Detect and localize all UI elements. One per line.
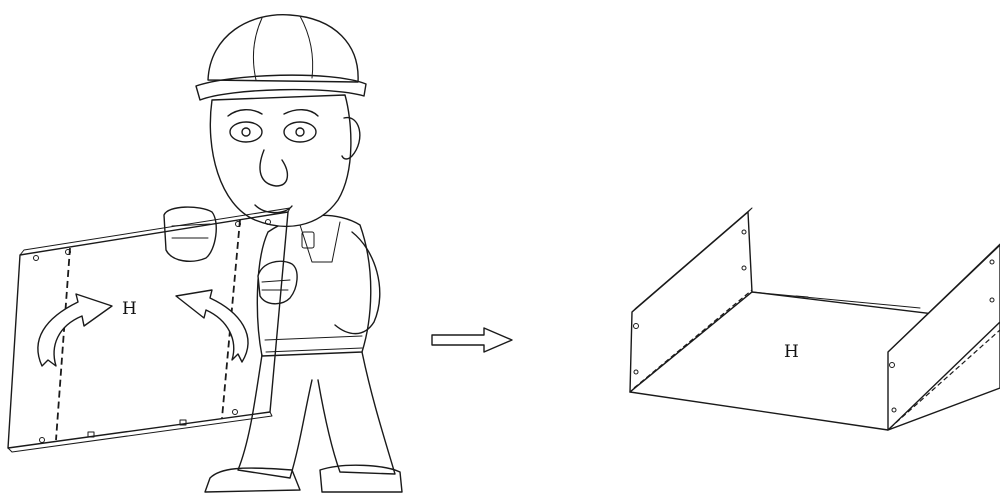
worker-figure-icon bbox=[163, 14, 403, 493]
flat-panel: H bbox=[7, 207, 291, 453]
fold-arrow-right-icon bbox=[175, 289, 249, 363]
folded-tray: H bbox=[629, 207, 1000, 431]
next-step-arrow-icon bbox=[431, 327, 513, 353]
fold-arrow-left-icon bbox=[37, 293, 113, 367]
panel-label: H bbox=[122, 299, 137, 319]
tray-label: H bbox=[784, 342, 799, 362]
